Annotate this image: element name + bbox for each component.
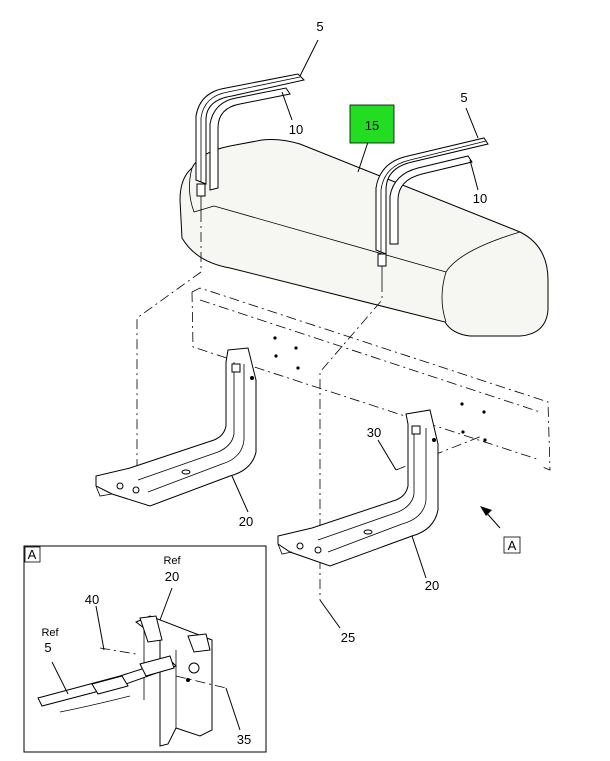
callout-tank: 15 bbox=[349, 104, 395, 144]
callout-bolt: 30 bbox=[367, 425, 381, 440]
detail-ref-strap-num: 5 bbox=[44, 640, 51, 655]
strap-right bbox=[375, 137, 489, 282]
detail-ref-bracket-num: 20 bbox=[165, 569, 179, 584]
strap-left bbox=[195, 73, 305, 212]
detail-fastener-callout: 35 bbox=[237, 732, 251, 747]
callout-strap-right: 5 bbox=[460, 90, 467, 105]
callout-nut: 25 bbox=[341, 630, 355, 645]
callout-insulator-right: 10 bbox=[473, 191, 487, 206]
detail-ref-bracket-word: Ref bbox=[163, 555, 181, 567]
callout-bracket-right: 20 bbox=[425, 578, 439, 593]
callout-bracket-left: 20 bbox=[239, 514, 253, 529]
fuel-tank bbox=[179, 139, 549, 337]
detail-label: A bbox=[28, 547, 37, 562]
detail-ref-strap-word: Ref bbox=[41, 627, 59, 639]
callout-strap-left: 5 bbox=[316, 19, 323, 34]
bracket-left bbox=[95, 347, 257, 507]
view-label: A bbox=[508, 538, 517, 553]
frame-rail bbox=[191, 287, 551, 471]
view-arrow: A bbox=[480, 506, 521, 554]
callout-insulator-left: 10 bbox=[289, 122, 303, 137]
callout-tank-label: 15 bbox=[365, 118, 379, 133]
bracket-right bbox=[277, 409, 439, 567]
detail-a-panel: A Ref 20 40 Ref 5 35 bbox=[23, 545, 267, 753]
detail-spacer-callout: 40 bbox=[85, 592, 99, 607]
